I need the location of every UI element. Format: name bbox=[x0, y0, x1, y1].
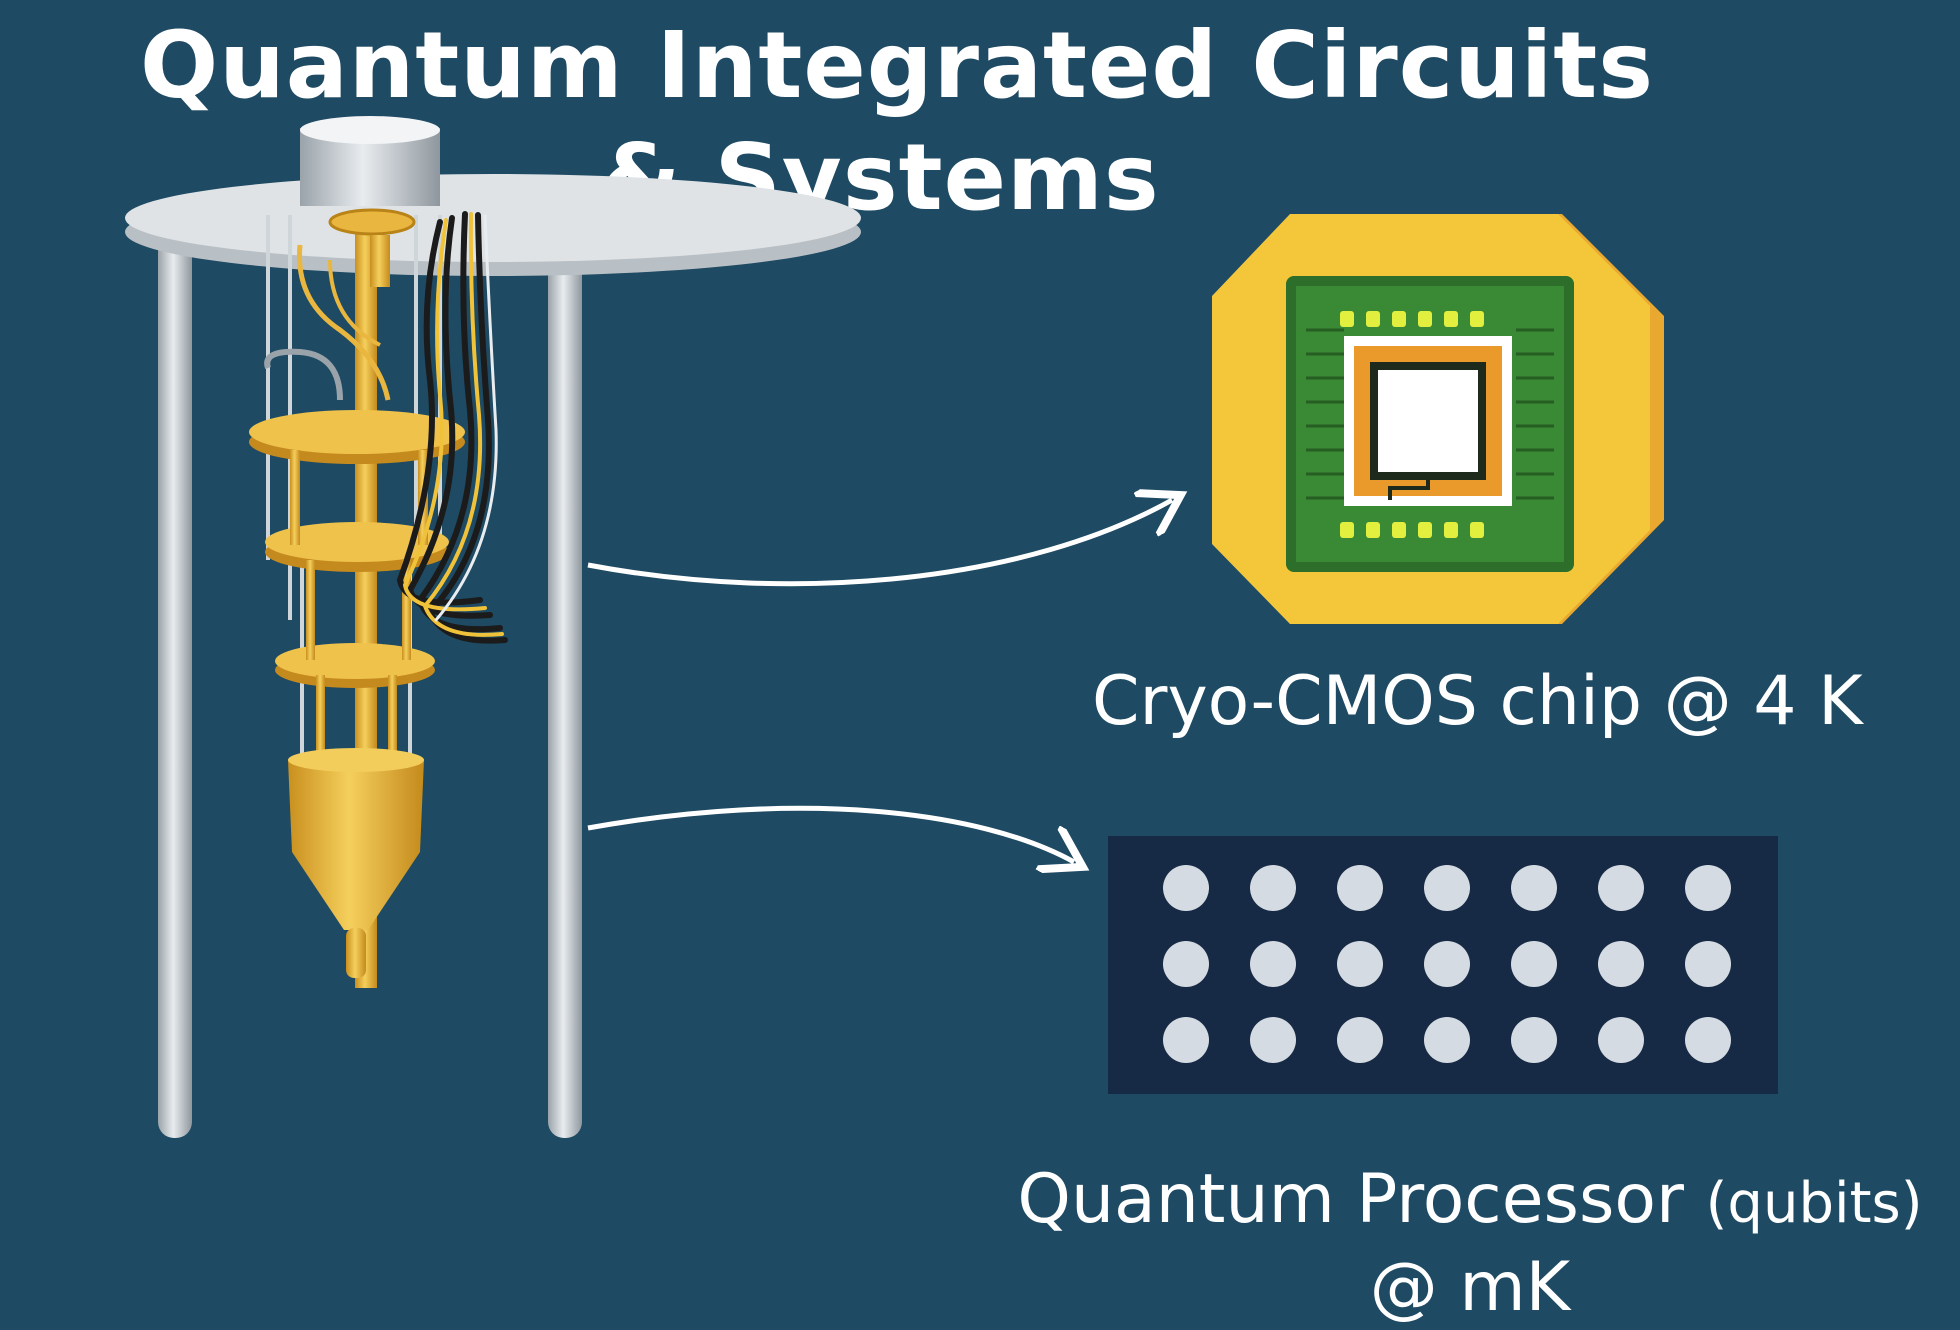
chip-core bbox=[1378, 370, 1478, 472]
fridge-cables bbox=[396, 211, 508, 644]
qubit-dot bbox=[1598, 1017, 1644, 1063]
processor-label-line2: @ mK bbox=[1369, 1248, 1571, 1327]
qubit-dot bbox=[1685, 1017, 1731, 1063]
qubit-dot bbox=[1250, 865, 1296, 911]
qubit-dot bbox=[1685, 865, 1731, 911]
title-line-1: Quantum Integrated Circuits bbox=[140, 12, 1655, 119]
arrow-to-processor bbox=[587, 805, 1074, 862]
qubit-dot bbox=[1511, 865, 1557, 911]
cryo-cmos-chip-icon bbox=[1212, 214, 1664, 624]
qubit-dot bbox=[1337, 865, 1383, 911]
qubit-dot bbox=[1424, 1017, 1470, 1063]
qubit-dot bbox=[1250, 1017, 1296, 1063]
fridge-top-plate bbox=[125, 174, 861, 262]
qubit-dot bbox=[1163, 941, 1209, 987]
dilution-refrigerator-icon bbox=[125, 116, 861, 1138]
fridge-mixing-chamber bbox=[288, 760, 424, 930]
qubit-array-icon bbox=[1108, 836, 1778, 1094]
fridge-leg-left bbox=[158, 226, 192, 1138]
processor-label: Quantum Processor (qubits) @ mK bbox=[1000, 1158, 1940, 1330]
qubit-dot bbox=[1511, 941, 1557, 987]
processor-label-main: Quantum Processor bbox=[1017, 1160, 1684, 1239]
qubit-dot bbox=[1163, 1017, 1209, 1063]
page-title: Quantum Integrated Circuits & Systems bbox=[140, 10, 1655, 234]
qubit-dot bbox=[1598, 941, 1644, 987]
qubit-dot bbox=[1250, 941, 1296, 987]
qubit-dots bbox=[1163, 865, 1731, 1063]
qubit-dot bbox=[1163, 865, 1209, 911]
qubit-dot bbox=[1337, 1017, 1383, 1063]
qubit-dot bbox=[1685, 941, 1731, 987]
arrow-to-chip bbox=[587, 500, 1172, 587]
qubit-dot bbox=[1424, 941, 1470, 987]
qubit-dot bbox=[1424, 865, 1470, 911]
chip-label: Cryo-CMOS chip @ 4 K bbox=[1092, 662, 1863, 741]
qubit-dot bbox=[1598, 865, 1644, 911]
qubit-dot bbox=[1511, 1017, 1557, 1063]
fridge-leg-right bbox=[548, 226, 582, 1138]
processor-label-paren: (qubits) bbox=[1705, 1171, 1923, 1236]
chip-pads bbox=[1340, 311, 1484, 538]
qubit-dot bbox=[1337, 941, 1383, 987]
